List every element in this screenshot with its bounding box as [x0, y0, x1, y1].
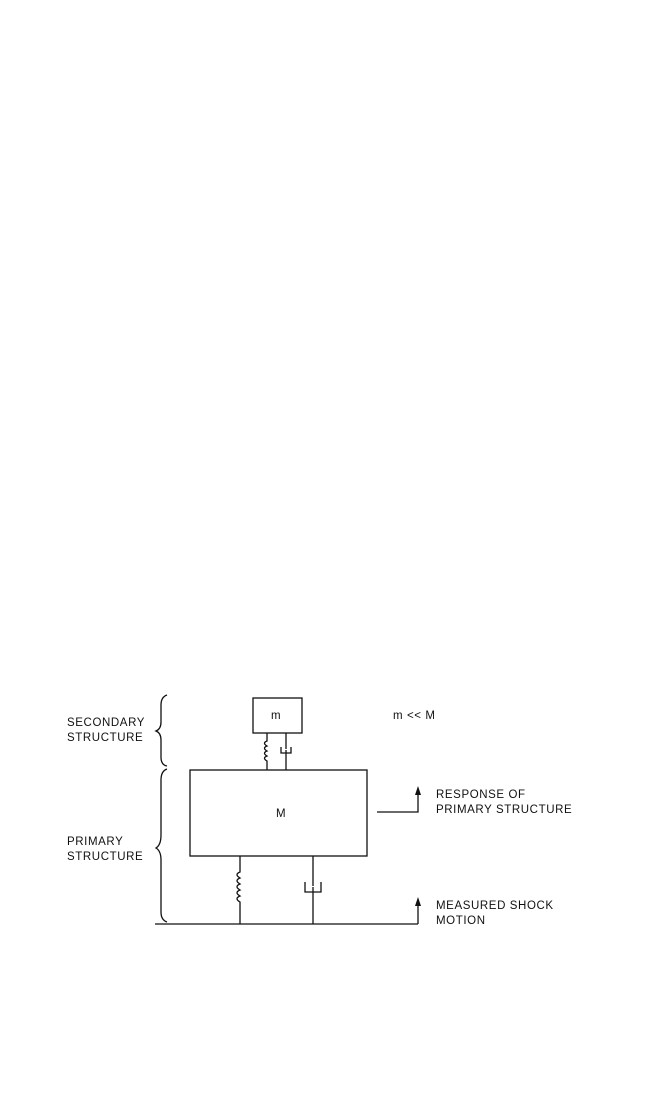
primary-brace: [154, 768, 168, 923]
small-mass-box: [252, 697, 303, 734]
shock-label-line1: MEASURED SHOCK: [436, 900, 554, 912]
shock-arrowhead: [415, 897, 421, 906]
response-arrowhead: [415, 786, 421, 795]
mass-relation: m << M: [393, 710, 436, 722]
upper-spring: [263, 733, 269, 770]
response-label-line2: PRIMARY STRUCTURE: [436, 804, 572, 816]
small-mass-label: m: [271, 710, 281, 722]
lower-damper: [304, 856, 322, 924]
upper-damper: [280, 733, 292, 770]
secondary-label-line2: STRUCTURE: [67, 732, 143, 744]
secondary-label-line1: SECONDARY: [67, 717, 145, 729]
secondary-brace: [154, 694, 168, 767]
response-label-line1: RESPONSE OF: [436, 789, 526, 801]
response-arrow: [377, 793, 419, 813]
lower-spring: [236, 856, 242, 924]
primary-label-line2: STRUCTURE: [67, 851, 143, 863]
shock-label-line2: MOTION: [436, 915, 486, 927]
large-mass-label: M: [276, 808, 286, 820]
primary-label-line1: PRIMARY: [67, 836, 123, 848]
large-mass-box: [189, 769, 368, 857]
